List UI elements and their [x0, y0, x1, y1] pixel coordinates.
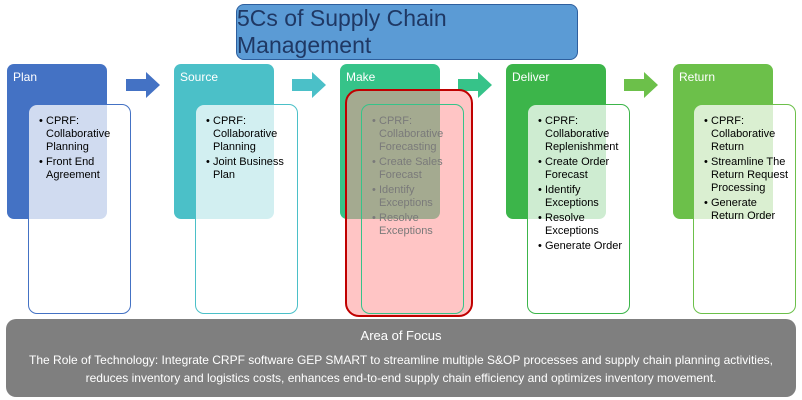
focus-title: Area of Focus — [360, 328, 442, 343]
diagram-title: 5Cs of Supply Chain Management — [236, 4, 578, 60]
list-item: CPRF: Collaborative Forecasting — [372, 115, 459, 154]
list-item: Identify Exceptions — [538, 184, 625, 210]
arrow-right-icon — [458, 72, 492, 98]
list-item: CPRF: Collaborative Replenishment — [538, 115, 625, 154]
list-item: Identify Exceptions — [372, 184, 459, 210]
card-return: CPRF: Collaborative Return Streamline Th… — [693, 104, 796, 314]
stage-label: Return — [679, 70, 716, 84]
card-deliver: CPRF: Collaborative Replenishment Create… — [527, 104, 630, 314]
item-list: CPRF: Collaborative Planning Joint Busin… — [196, 105, 297, 182]
stage-label: Deliver — [512, 70, 550, 84]
stage-label: Source — [180, 70, 219, 84]
stage-label: Plan — [13, 70, 38, 84]
list-item: CPRF: Collaborative Return — [704, 115, 791, 154]
item-list: CPRF: Collaborative Replenishment Create… — [528, 105, 629, 253]
list-item: Resolve Exceptions — [372, 212, 459, 238]
list-item: CPRF: Collaborative Planning — [206, 115, 293, 154]
arrow-right-icon — [126, 72, 160, 98]
list-item: Joint Business Plan — [206, 156, 293, 182]
stage-label: Make — [346, 70, 376, 84]
list-item: Create Sales Forecast — [372, 156, 459, 182]
item-list: CPRF: Collaborative Return Streamline Th… — [694, 105, 795, 223]
item-list: CPRF: Collaborative Planning Front End A… — [29, 105, 130, 182]
list-item: CPRF: Collaborative Planning — [39, 115, 126, 154]
card-plan: CPRF: Collaborative Planning Front End A… — [28, 104, 131, 314]
area-of-focus-panel: Area of Focus The Role of Technology: In… — [6, 319, 796, 397]
focus-text: The Role of Technology: Integrate CRPF s… — [29, 353, 773, 385]
card-make: CPRF: Collaborative Forecasting Create S… — [361, 104, 464, 314]
list-item: Front End Agreement — [39, 156, 126, 182]
list-item: Generate Order — [538, 240, 625, 253]
card-source: CPRF: Collaborative Planning Joint Busin… — [195, 104, 298, 314]
list-item: Streamline The Return Request Processing — [704, 156, 791, 195]
list-item: Resolve Exceptions — [538, 212, 625, 238]
arrow-right-icon — [624, 72, 658, 98]
arrow-right-icon — [292, 72, 326, 98]
list-item: Create Order Forecast — [538, 156, 625, 182]
list-item: Generate Return Order — [704, 197, 791, 223]
item-list: CPRF: Collaborative Forecasting Create S… — [362, 105, 463, 238]
